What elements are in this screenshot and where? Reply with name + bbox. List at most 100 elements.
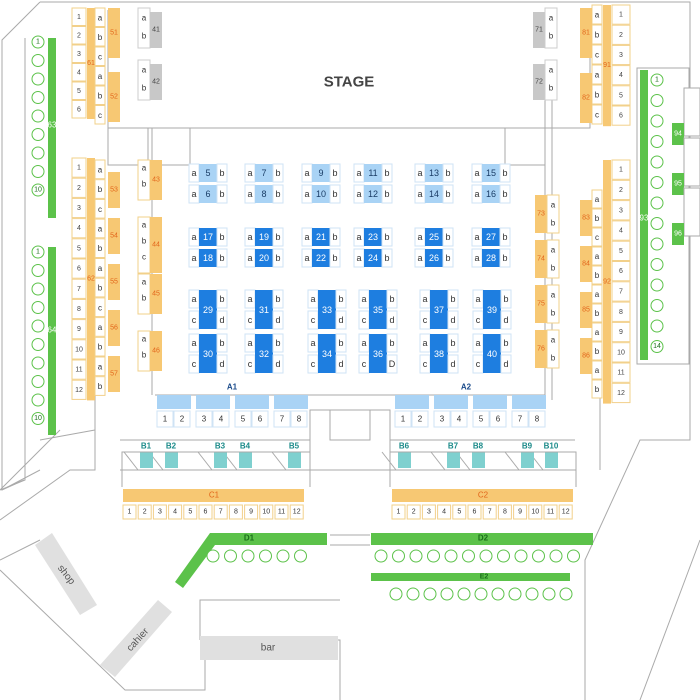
table-seat[interactable] xyxy=(447,310,459,330)
left-top-seat[interactable] xyxy=(94,27,106,47)
table-26[interactable] xyxy=(425,249,443,267)
table-seat[interactable] xyxy=(272,248,284,268)
c-seat-9[interactable] xyxy=(244,504,259,520)
table-seat[interactable] xyxy=(442,227,454,247)
c-seat-2[interactable] xyxy=(137,504,152,520)
right-bottom-seat[interactable] xyxy=(591,189,603,209)
table-40[interactable] xyxy=(483,334,501,373)
left-bottom-seat[interactable] xyxy=(94,238,106,259)
seat-93-4[interactable] xyxy=(650,135,664,148)
table-seat[interactable] xyxy=(447,289,459,309)
left-bottom-seat[interactable] xyxy=(94,336,106,357)
seat-64-3[interactable] xyxy=(31,282,45,296)
table-5[interactable] xyxy=(199,164,217,182)
c-seat-11[interactable] xyxy=(543,504,558,520)
seat-64-10[interactable] xyxy=(31,412,45,425)
table-seat[interactable] xyxy=(447,333,459,353)
c-seat-7[interactable] xyxy=(482,504,497,520)
seat-64-2[interactable] xyxy=(31,264,45,277)
d2-seat[interactable] xyxy=(427,549,440,563)
seat-63-3[interactable] xyxy=(31,72,45,86)
c-seat-12[interactable] xyxy=(289,504,304,520)
seat-box[interactable] xyxy=(544,7,558,49)
table-38[interactable] xyxy=(430,334,448,373)
e2-seat[interactable] xyxy=(440,587,454,601)
table-seat[interactable] xyxy=(442,248,454,268)
orange-box-75[interactable] xyxy=(535,285,547,323)
table-10[interactable] xyxy=(312,185,330,203)
left-bottom-seat[interactable] xyxy=(94,258,106,278)
table-seat[interactable] xyxy=(329,184,341,204)
table-seat[interactable] xyxy=(216,227,228,247)
d2-seat[interactable] xyxy=(392,549,405,563)
c-seat-4[interactable] xyxy=(168,504,183,520)
a-seat-2[interactable] xyxy=(411,410,429,428)
orange-box-76[interactable] xyxy=(535,330,547,368)
table-9[interactable] xyxy=(312,164,330,182)
left-bottom-seat[interactable] xyxy=(94,356,106,377)
seat-64-7[interactable] xyxy=(31,356,45,370)
a-seat-5[interactable] xyxy=(472,410,490,428)
table-16[interactable] xyxy=(482,185,500,203)
table-seat[interactable] xyxy=(381,184,393,204)
d2-seat[interactable] xyxy=(532,549,545,563)
table-36[interactable] xyxy=(369,334,387,373)
gray-box-42[interactable] xyxy=(150,64,162,100)
b-box-B6[interactable] xyxy=(398,452,411,468)
right-bottom-seat[interactable] xyxy=(591,379,603,399)
left-bottom-seat[interactable] xyxy=(94,218,106,239)
a-seat-4[interactable] xyxy=(212,410,230,428)
orange-box-84[interactable] xyxy=(580,246,592,282)
d1-seat[interactable] xyxy=(259,549,272,563)
table-31[interactable] xyxy=(255,290,273,329)
table-23[interactable] xyxy=(364,228,382,246)
e2-seat[interactable] xyxy=(559,587,573,601)
a-seat-3[interactable] xyxy=(433,410,451,428)
orange-box-45[interactable] xyxy=(150,274,162,314)
c-seat-6[interactable] xyxy=(198,504,213,520)
seat-93-6[interactable] xyxy=(650,176,664,189)
table-seat[interactable] xyxy=(272,184,284,204)
seat-93-14[interactable] xyxy=(650,340,664,353)
left-top-seat[interactable] xyxy=(94,46,106,66)
d1-seat[interactable] xyxy=(294,549,307,563)
table-seat[interactable] xyxy=(216,248,228,268)
c-seat-8[interactable] xyxy=(497,504,512,520)
left-top-seat[interactable] xyxy=(94,105,106,125)
table-seat[interactable] xyxy=(329,248,341,268)
seat-63-6[interactable] xyxy=(31,128,45,141)
table-seat[interactable] xyxy=(500,354,512,374)
table-27[interactable] xyxy=(482,228,500,246)
orange-box-82[interactable] xyxy=(580,73,592,123)
d2-seat[interactable] xyxy=(514,549,528,563)
a-seat-4[interactable] xyxy=(450,410,468,428)
c-seat-6[interactable] xyxy=(467,504,482,520)
table-15[interactable] xyxy=(482,164,500,182)
seat-93-12[interactable] xyxy=(650,299,664,312)
b-box-B3[interactable] xyxy=(214,452,227,468)
e2-seat[interactable] xyxy=(406,587,420,601)
table-seat[interactable] xyxy=(216,354,228,374)
gray-box-72[interactable] xyxy=(533,64,545,100)
green-bar-64[interactable] xyxy=(48,247,56,435)
seat-box[interactable] xyxy=(546,239,560,279)
orange-box-73[interactable] xyxy=(535,195,547,233)
table-seat[interactable] xyxy=(329,163,341,183)
left-top-seat[interactable] xyxy=(94,7,106,27)
c-seat-5[interactable] xyxy=(183,504,198,520)
seat-63-8[interactable] xyxy=(31,165,45,178)
a-row-box[interactable] xyxy=(157,395,191,409)
table-seat[interactable] xyxy=(272,289,284,309)
right-bottom-seat[interactable] xyxy=(591,322,603,342)
table-39[interactable] xyxy=(483,290,501,329)
d2-seat[interactable] xyxy=(479,549,493,563)
orange-box-56[interactable] xyxy=(108,310,120,346)
c-seat-1[interactable] xyxy=(122,504,137,520)
b-box-B4[interactable] xyxy=(239,452,252,468)
c-seat-12[interactable] xyxy=(558,504,573,520)
e2-seat[interactable] xyxy=(474,587,488,601)
table-seat[interactable] xyxy=(216,163,228,183)
a-row-box[interactable] xyxy=(512,395,546,409)
orange-box-85[interactable] xyxy=(580,292,592,328)
c-seat-3[interactable] xyxy=(421,504,436,520)
